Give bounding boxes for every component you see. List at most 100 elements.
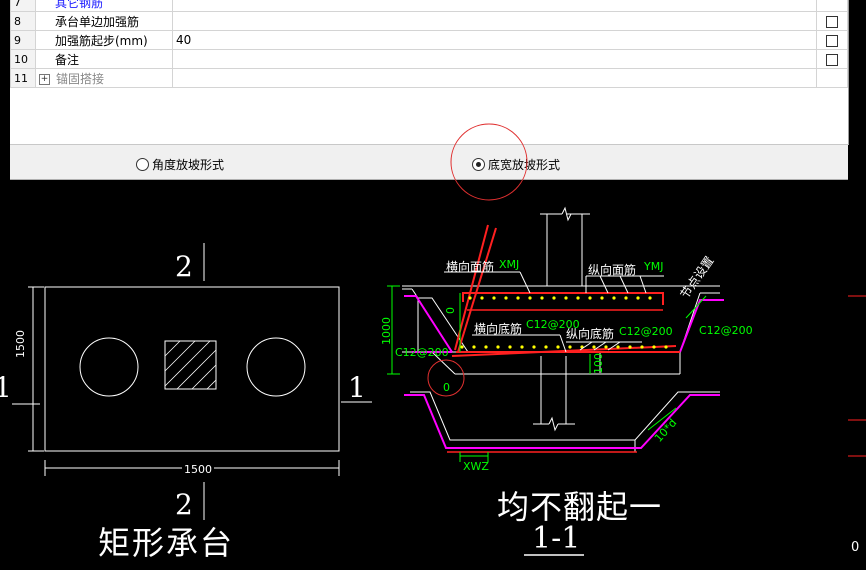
rebar-dot xyxy=(544,345,548,349)
top-bar-code: XMJ xyxy=(499,258,520,271)
rebar-dot xyxy=(636,296,640,300)
dim-width-label: 1500 xyxy=(182,463,214,476)
left-spec: C12@200 xyxy=(395,346,449,359)
prop-row-number: 9 xyxy=(10,30,36,50)
radio-angle-slope-label: 角度放坡形式 xyxy=(152,158,225,172)
section-mark-left-label: 1 xyxy=(0,371,12,404)
trans-bottom-spec: C12@200 xyxy=(526,318,580,331)
rebar-dot xyxy=(564,296,568,300)
prop-row-name-text: 加强筋起步(mm) xyxy=(55,33,148,48)
radio-bottom-width-slope-label: 底宽放坡形式 xyxy=(488,158,561,172)
rebar-dot xyxy=(492,296,496,300)
dim-1000-label: 1000 xyxy=(380,317,393,345)
rebar-dot xyxy=(556,345,560,349)
section-mark-top-label: 2 xyxy=(175,250,193,283)
rebar-dot xyxy=(472,345,476,349)
plan-view xyxy=(12,243,372,520)
plan-dimensions xyxy=(28,286,340,476)
rebar-dot xyxy=(460,345,464,349)
rebar-dot xyxy=(664,345,668,349)
prop-row-number: 11 xyxy=(10,68,36,88)
rebar-dot xyxy=(640,345,644,349)
rebar-dot xyxy=(592,345,596,349)
prop-row-name-text: 备注 xyxy=(55,52,80,67)
prop-row-name: + 锚固搭接 xyxy=(35,68,173,88)
rebar-dot xyxy=(616,345,620,349)
section-mark-right-label: 1 xyxy=(348,371,366,404)
rebar-dot xyxy=(516,296,520,300)
radio-angle-slope[interactable]: 角度放坡形式 xyxy=(136,156,224,173)
trans-bottom-label: 横向底筋 xyxy=(474,322,523,336)
rebar-dot xyxy=(508,345,512,349)
rebar-dot xyxy=(588,296,592,300)
top-bar-label: 横向面筋 xyxy=(446,260,495,274)
pile-circle-left xyxy=(79,337,139,397)
radio-bottom-width-slope-circle[interactable] xyxy=(472,158,485,171)
radio-angle-slope-circle[interactable] xyxy=(136,158,149,171)
edge-ticks xyxy=(848,295,866,457)
leader-lines xyxy=(444,271,664,353)
highlight-circle-small xyxy=(427,359,465,397)
prop-row-name-text: 承台单边加强筋 xyxy=(55,14,140,29)
rebar-dot xyxy=(652,345,656,349)
rebar-dot xyxy=(552,296,556,300)
dim-0-circle-label: 0 xyxy=(443,381,450,394)
section-mark-bottom-label: 2 xyxy=(175,488,193,521)
rebar-dot xyxy=(528,296,532,300)
dim-0-top-label: 0 xyxy=(444,307,457,314)
long-top-label: 纵向面筋 xyxy=(588,263,637,277)
slope-mode-bar: 角度放坡形式 底宽放坡形式 xyxy=(10,145,848,180)
rebar-dot xyxy=(648,296,652,300)
corner-zero: 0 xyxy=(851,540,860,555)
rebar-dot xyxy=(468,296,472,300)
dim-height-label: 1500 xyxy=(14,330,27,358)
rebar-dot xyxy=(480,296,484,300)
rebar-dot xyxy=(600,296,604,300)
rebar-dot xyxy=(504,296,508,300)
rebar-dot xyxy=(484,345,488,349)
rebar-dot xyxy=(604,345,608,349)
rebar-dot xyxy=(532,345,536,349)
dim-xwz-label: XWZ xyxy=(463,460,489,473)
section-title: 均不翻起一 xyxy=(497,488,663,526)
rebar-dot xyxy=(540,296,544,300)
expand-icon[interactable]: + xyxy=(39,73,50,85)
plan-outline xyxy=(44,286,340,452)
prop-row-checkbox-cell xyxy=(816,11,848,31)
prop-row-name-text: 其它钢筋 xyxy=(55,0,104,10)
section-label: 1-1 xyxy=(532,521,581,556)
right-spec: C12@200 xyxy=(699,324,753,337)
prop-row-name: 加强筋起步(mm) xyxy=(35,30,173,50)
magenta-outline xyxy=(404,295,724,449)
radio-bottom-width-slope[interactable]: 底宽放坡形式 xyxy=(472,156,560,173)
prop-row-checkbox[interactable] xyxy=(826,15,838,28)
prop-row[interactable]: 11+ 锚固搭接 xyxy=(10,68,848,88)
rebar-dot xyxy=(612,296,616,300)
long-bottom-label: 纵向底筋 xyxy=(566,327,615,341)
prop-row-name-text: 锚固搭接 xyxy=(56,71,105,86)
top-rebar-dots xyxy=(468,296,652,300)
column-hatch xyxy=(164,340,217,390)
rebar xyxy=(427,123,680,453)
long-bottom-spec: C12@200 xyxy=(619,325,673,338)
plan-title: 矩形承台 xyxy=(98,524,235,562)
top-rebar xyxy=(462,292,664,305)
rebar-dot xyxy=(576,296,580,300)
rebar-dot xyxy=(628,345,632,349)
rebar-dot xyxy=(624,296,628,300)
highlight-circle xyxy=(450,123,528,201)
rebar-dot xyxy=(568,345,572,349)
prop-row-checkbox[interactable] xyxy=(826,53,838,66)
prop-row-checkbox-cell xyxy=(816,30,848,50)
section-dimensions xyxy=(387,285,707,462)
dim-100-label: 100 xyxy=(592,353,605,374)
pile-circle-right xyxy=(246,337,306,397)
prop-row-checkbox[interactable] xyxy=(826,34,838,47)
rebar-dot xyxy=(496,345,500,349)
long-top-code: YMJ xyxy=(644,260,664,273)
